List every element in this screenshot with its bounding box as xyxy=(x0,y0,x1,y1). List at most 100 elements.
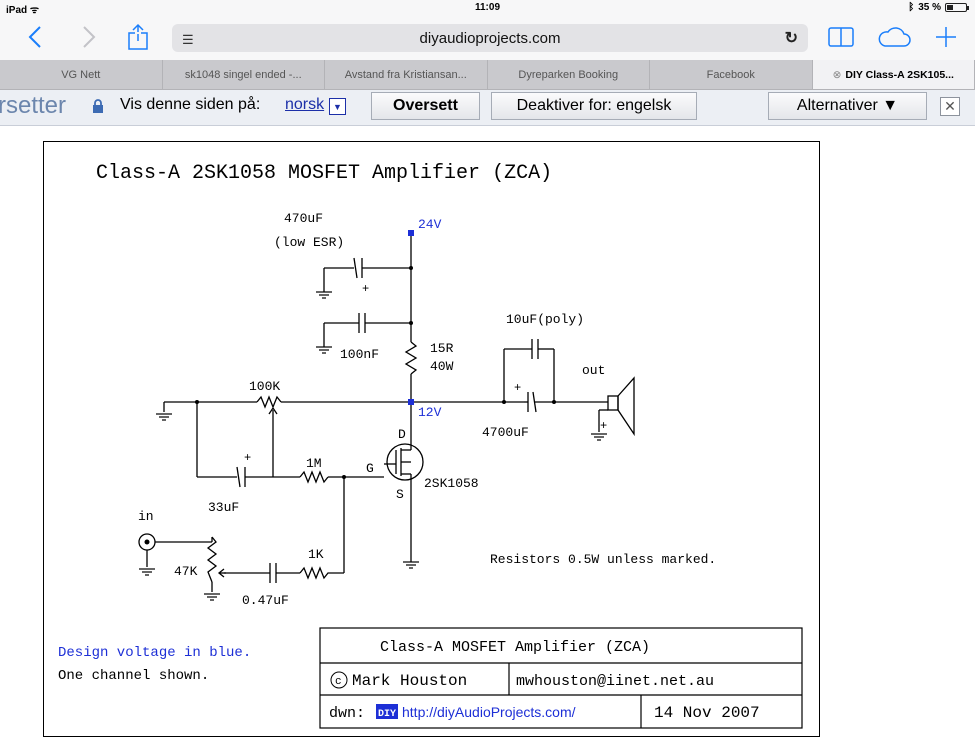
plus-icon[interactable] xyxy=(932,20,960,54)
ground-symbol xyxy=(591,434,607,440)
label-100nf: 100nF xyxy=(340,347,379,362)
resistor-note: Resistors 0.5W unless marked. xyxy=(490,552,716,567)
capacitor-plate xyxy=(237,467,240,487)
label-24v: 24V xyxy=(418,217,442,232)
tab-label: DIY Class-A 2SK105... xyxy=(845,69,954,81)
battery-percent: 35 % xyxy=(918,2,941,13)
cloud-icon[interactable] xyxy=(876,20,912,54)
junction-dot xyxy=(145,540,150,545)
design-voltage-note: Design voltage in blue. xyxy=(58,645,251,661)
ground-symbol xyxy=(156,414,172,420)
titleblock-name: Class-A MOSFET Amplifier (ZCA) xyxy=(380,639,650,656)
label-drain: D xyxy=(398,427,406,442)
label-plus: + xyxy=(514,381,521,395)
status-bar: iPad ᯤ 11:09 ᛒ 35 % xyxy=(0,0,975,16)
options-button[interactable]: Alternativer ▼ xyxy=(768,92,927,120)
tab-bar: VG Nett sk1048 singel ended -... Avstand… xyxy=(0,60,975,90)
language-dropdown-icon[interactable]: ▼ xyxy=(329,98,346,115)
reload-icon[interactable]: ↻ xyxy=(785,28,798,48)
titleblock-site-link[interactable]: http://diyAudioProjects.com/ xyxy=(402,704,576,720)
close-icon[interactable]: ✕ xyxy=(940,97,960,116)
junction-dot xyxy=(409,266,413,270)
battery-status: ᛒ 35 % xyxy=(908,2,967,13)
ground-symbol xyxy=(139,569,155,575)
ground-symbol xyxy=(316,347,332,353)
label-1m: 1M xyxy=(306,456,322,471)
label-4700uf: 4700uF xyxy=(482,425,529,440)
junction-dot xyxy=(342,475,346,479)
junction-dot xyxy=(502,400,506,404)
battery-icon xyxy=(945,3,967,12)
tab-avstand[interactable]: Avstand fra Kristiansan... xyxy=(325,60,488,89)
book-icon[interactable] xyxy=(826,20,856,54)
resistor-1m xyxy=(300,472,328,482)
titleblock-dwn: dwn: xyxy=(329,705,365,722)
label-2sk1058: 2SK1058 xyxy=(424,476,479,491)
clock: 11:09 xyxy=(0,2,975,13)
potentiometer-47k xyxy=(208,537,216,582)
node-24v-marker xyxy=(408,230,414,236)
close-tab-icon[interactable]: ⊗ xyxy=(833,69,842,81)
tab-label: VG Nett xyxy=(61,69,100,81)
ground-symbol xyxy=(403,562,419,568)
junction-dot xyxy=(552,400,556,404)
tab-diy-class-a[interactable]: ⊗DIY Class-A 2SK105... xyxy=(813,60,975,89)
schematic-diagram: Class-A 2SK1058 MOSFET Amplifier (ZCA) 4… xyxy=(44,142,821,738)
label-33uf: 33uF xyxy=(208,500,239,515)
bluetooth-icon: ᛒ xyxy=(908,2,914,13)
ground-symbol xyxy=(204,594,220,600)
label-10uf: 10uF(poly) xyxy=(506,312,584,327)
label-47k: 47K xyxy=(174,564,198,579)
capacitor-plate xyxy=(354,258,357,278)
share-icon[interactable] xyxy=(124,20,152,54)
translate-button[interactable]: Oversett xyxy=(371,92,480,120)
translate-bar: rsetter Vis denne siden på: norsk ▼ Over… xyxy=(0,90,975,126)
tab-label: Dyreparken Booking xyxy=(518,69,618,81)
titleblock-date: 14 Nov 2007 xyxy=(654,704,760,722)
label-low-esr: (low ESR) xyxy=(274,235,344,250)
tab-facebook[interactable]: Facebook xyxy=(650,60,813,89)
chevron-left-icon[interactable] xyxy=(22,20,48,54)
schematic-title: Class-A 2SK1058 MOSFET Amplifier (ZCA) xyxy=(96,162,552,185)
label-in: in xyxy=(138,509,154,524)
disable-translate-button[interactable]: Deaktiver for: engelsk xyxy=(491,92,697,120)
label-100k: 100K xyxy=(249,379,280,394)
resistor-15r xyxy=(406,342,416,374)
titleblock-email: mwhouston@iinet.net.au xyxy=(516,673,714,690)
translate-prompt: Vis denne siden på: xyxy=(120,96,260,114)
tab-vg-nett[interactable]: VG Nett xyxy=(0,60,163,89)
tab-sk1048[interactable]: sk1048 singel ended -... xyxy=(163,60,326,89)
label-out: out xyxy=(582,363,605,378)
junctions xyxy=(145,266,557,545)
label-plus: + xyxy=(600,419,607,433)
label-047uf: 0.47uF xyxy=(242,593,289,608)
tab-dyreparken[interactable]: Dyreparken Booking xyxy=(488,60,651,89)
label-470uf: 470uF xyxy=(284,211,323,226)
label-12v: 12V xyxy=(418,405,442,420)
tab-label: Facebook xyxy=(707,69,755,81)
tab-label: Avstand fra Kristiansan... xyxy=(345,69,467,81)
address-bar[interactable]: ☰ diyaudioprojects.com ↻ xyxy=(172,24,808,52)
url-text: diyaudioprojects.com xyxy=(172,30,808,47)
potentiometer-100k xyxy=(257,397,281,407)
browser-toolbar: ☰ diyaudioprojects.com ↻ xyxy=(0,16,975,60)
diy-badge-text: DIY xyxy=(378,709,396,720)
channel-note: One channel shown. xyxy=(58,668,209,684)
schematic-image: Class-A 2SK1058 MOSFET Amplifier (ZCA) 4… xyxy=(43,141,820,737)
copyright-c: c xyxy=(335,676,342,688)
node-12v-marker xyxy=(408,399,414,405)
language-link[interactable]: norsk xyxy=(285,96,324,114)
resistor-1k xyxy=(300,568,344,578)
label-15r: 15R xyxy=(430,341,454,356)
label-source: S xyxy=(396,487,404,502)
battery-level xyxy=(947,5,953,10)
label-40w: 40W xyxy=(430,359,454,374)
label-plus: + xyxy=(362,282,369,296)
tab-label: sk1048 singel ended -... xyxy=(185,69,302,81)
translate-brand: rsetter xyxy=(0,92,66,120)
titleblock-author: Mark Houston xyxy=(352,672,467,690)
label-gate: G xyxy=(366,461,374,476)
label-1k: 1K xyxy=(308,547,324,562)
junction-dot xyxy=(195,400,199,404)
chevron-right-icon[interactable] xyxy=(76,20,102,54)
